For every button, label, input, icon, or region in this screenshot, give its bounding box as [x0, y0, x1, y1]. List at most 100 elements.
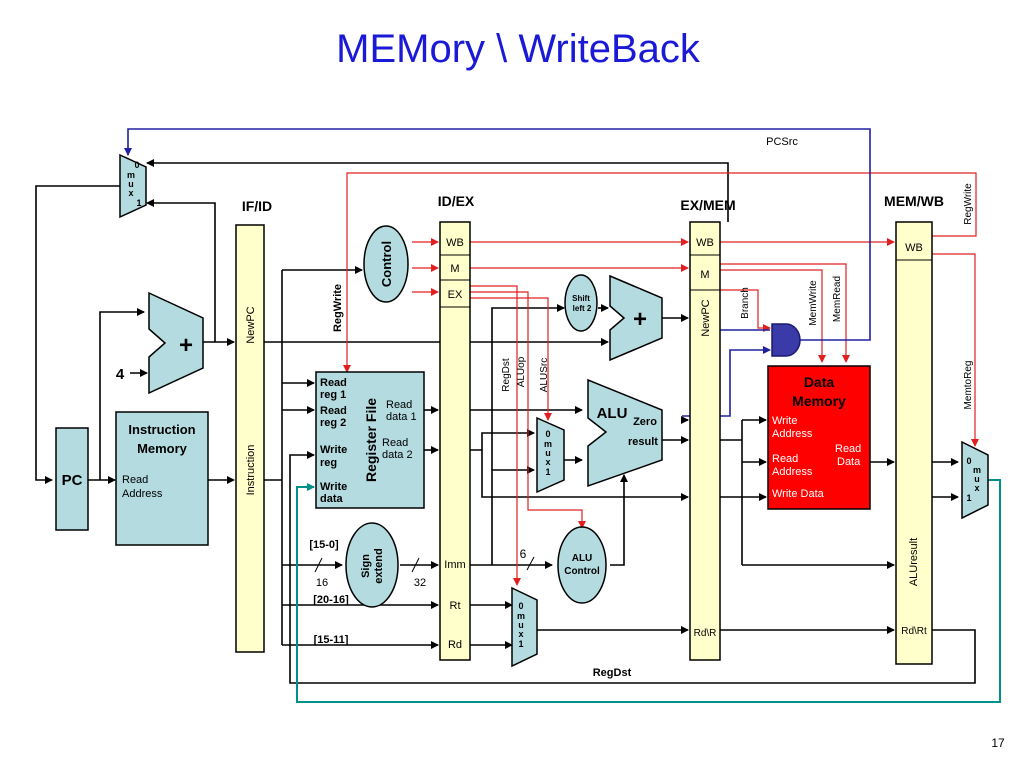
register-file-title: Register File: [363, 398, 379, 482]
shift-left-label-2: left 2: [573, 304, 592, 313]
regdst-mux: 0 m u x 1: [511, 586, 538, 668]
branch-signal-label: Branch: [740, 287, 751, 319]
control-wires: [343, 172, 979, 586]
id-ex-register: ID/EX WB M EX Imm Rt Rd: [438, 193, 475, 661]
regdst-mux-0: 0: [518, 601, 523, 611]
alu-result-label: result: [628, 436, 658, 448]
wb-mux-1: 1: [966, 493, 971, 503]
wb-mux-x: x: [974, 483, 979, 493]
register-file: Read reg 1 Read reg 2 Write reg Write da…: [315, 371, 425, 509]
regdst-signal-label: RegDst: [501, 358, 512, 392]
data-mem-read-data-2: Data: [837, 456, 861, 468]
constant-four: 4: [116, 366, 125, 383]
write-reg-label-2: reg: [320, 457, 337, 469]
if-id-newpc: NewPC: [245, 306, 257, 343]
data-memory-title-1: Data: [804, 374, 835, 390]
if-id-label: IF/ID: [242, 198, 272, 214]
mem-wb-aluresult: ALUresult: [908, 538, 920, 586]
pc-label: PC: [62, 472, 83, 489]
mem-wb-register: MEM/WB WB ALUresult Rd\Rt: [884, 193, 944, 665]
bus-slash-6: [526, 556, 535, 571]
ex-mem-m: M: [700, 269, 709, 281]
control-label: Control: [379, 241, 394, 287]
read-data2-label-1: Read: [382, 437, 408, 449]
id-ex-rd: Rd: [448, 639, 462, 651]
sign-extend-label-2: extend: [373, 548, 385, 583]
id-ex-m: M: [450, 263, 459, 275]
mux-label-u: u: [128, 179, 134, 189]
width-32-label: 32: [414, 577, 426, 589]
ex-mem-wb: WB: [696, 237, 714, 249]
alusrc-mux-x: x: [545, 457, 550, 467]
read-address-label-1: Read: [122, 474, 148, 486]
id-ex-label: ID/EX: [438, 193, 475, 209]
data-mem-write-data: Write Data: [772, 488, 825, 500]
data-mem-read-data-1: Read: [835, 443, 861, 455]
alu: ALU Zero result: [587, 378, 663, 488]
write-address-label-1: Write: [772, 415, 797, 427]
id-ex-ex: EX: [448, 289, 463, 301]
data-mem-read-address-1: Read: [772, 453, 798, 465]
mux-label-0: 0: [134, 160, 139, 170]
read-data1-label-1: Read: [386, 399, 412, 411]
alu-control-label-2: Control: [564, 566, 600, 577]
memtoreg-signal-label: MemtoReg: [963, 361, 974, 410]
alu-zero-label: Zero: [633, 416, 657, 428]
branch-and-gate: [771, 323, 801, 357]
page-number: 17: [991, 736, 1005, 750]
mux-label-x: x: [128, 188, 133, 198]
width-16-label: 16: [316, 577, 328, 589]
memtoreg-mux: 0 m u x 1: [961, 440, 989, 520]
mux-label-m: m: [127, 170, 135, 180]
sign-extend-label-1: Sign: [360, 554, 372, 578]
ex-mem-register: EX/MEM WB M NewPC Rd\R: [680, 197, 736, 661]
slide-title: MEMory \ WriteBack: [336, 27, 701, 71]
width-6-label: 6: [520, 547, 527, 561]
regwrite-left-label: RegWrite: [332, 284, 344, 332]
mem-wb-wb: WB: [905, 242, 923, 254]
bus-slash-32: [411, 557, 420, 573]
pc-adder-plus: +: [179, 332, 193, 359]
read-reg2-label-1: Read: [320, 405, 347, 417]
memwrite-signal-label: MemWrite: [808, 280, 819, 326]
bits-20-16-label: [20-16]: [313, 594, 349, 606]
shift-left-2: Shift left 2: [564, 274, 598, 332]
id-ex-imm: Imm: [444, 559, 465, 571]
data-mem-read-address-2: Address: [772, 466, 813, 478]
aluop-signal-label: ALUop: [516, 356, 527, 387]
write-address-label-2: Address: [772, 428, 813, 440]
data-memory-title-2: Memory: [792, 393, 846, 409]
instruction-memory-title-1: Instruction: [128, 422, 195, 437]
shift-left-label-1: Shift: [572, 294, 590, 303]
regdst-mux-m: m: [517, 611, 525, 621]
data-memory: Data Memory Write Address Read Address R…: [767, 365, 871, 510]
read-reg1-label-2: reg 1: [320, 389, 346, 401]
alu-src-mux: 0 m u x 1: [536, 416, 565, 494]
read-reg2-label-2: reg 2: [320, 417, 346, 429]
if-id-instruction: Instruction: [245, 445, 257, 496]
mem-wb-rd: Rd\Rt: [901, 626, 927, 637]
branch-adder: +: [609, 274, 663, 362]
alusrc-mux-m: m: [544, 439, 552, 449]
mux-label-1: 1: [136, 198, 141, 208]
alu-control: ALU Control: [557, 526, 607, 604]
alu-control-label-1: ALU: [572, 553, 593, 564]
read-data1-label-2: data 1: [386, 411, 417, 423]
sign-extend: Sign extend: [345, 522, 399, 608]
wb-mux-m: m: [973, 465, 981, 475]
pcsrc-label: PCSrc: [766, 136, 798, 148]
write-data-label-2: data: [320, 493, 344, 505]
control-unit: Control: [363, 225, 409, 303]
alusrc-mux-0: 0: [545, 429, 550, 439]
if-id-register: IF/ID NewPC Instruction: [235, 198, 272, 653]
wb-mux-u: u: [974, 474, 980, 484]
writeback-wire: [296, 479, 1001, 703]
alusrc-mux-1: 1: [545, 467, 550, 477]
instruction-memory-title-2: Memory: [137, 441, 188, 456]
memread-signal-label: MemRead: [832, 276, 843, 322]
read-data2-label-2: data 2: [382, 449, 413, 461]
write-reg-label-1: Write: [320, 444, 347, 456]
id-ex-wb: WB: [446, 237, 464, 249]
alusrc-mux-u: u: [545, 448, 551, 458]
